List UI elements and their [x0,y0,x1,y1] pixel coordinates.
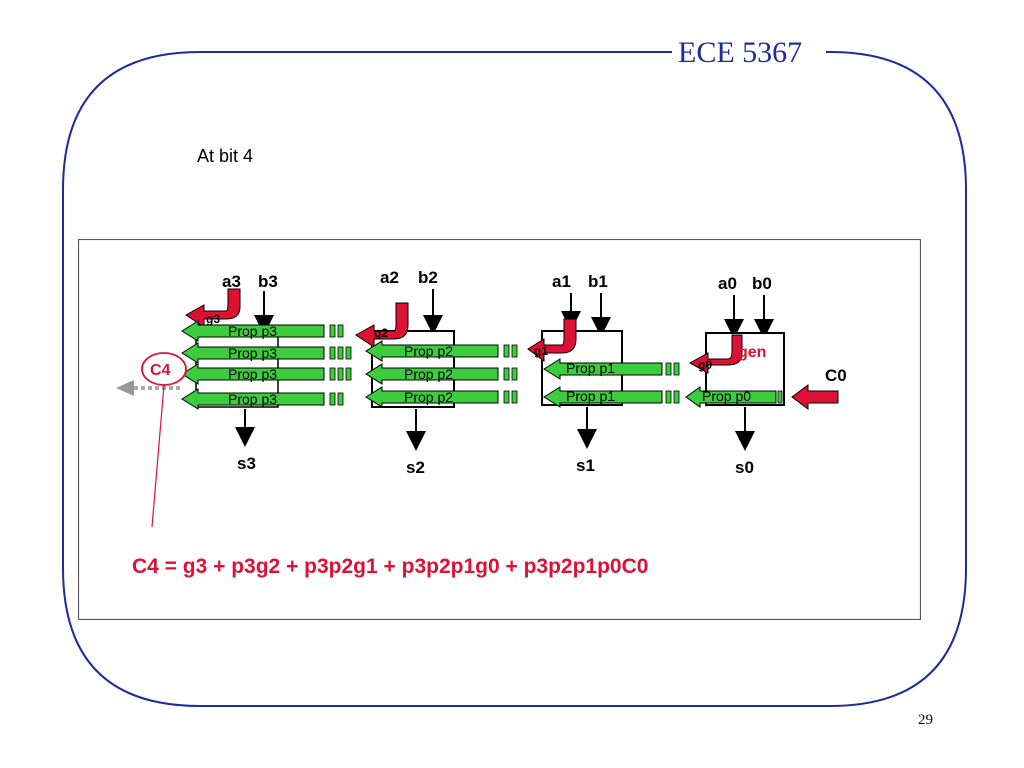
stage-0-input-b: b0 [752,274,772,293]
carry-out-label: C4 [150,362,171,379]
stage-0-prop-arrow-0 [685,386,777,408]
gen-label: gen [738,344,766,361]
carry-out-arrow [116,380,134,396]
stage-2: a2 b2 g2 Prop p2 Prop p2 Prop p2 s2 [355,268,518,477]
stage-3-prop-arrow-2 [181,363,325,385]
stage-3-input-b: b3 [258,272,278,291]
carry-lookahead-formula: C4 = g3 + p3g2 + p3p2g1 + p3p2p1g0 + p3p… [132,555,648,578]
stage-1-prop-arrow-0 [543,358,663,380]
stage-2-prop-arrow-0 [365,340,499,362]
stage-1-generate-arrow [527,318,577,362]
stage-0-g-label: g0 [698,358,712,372]
stage-1-input-b: b1 [588,272,608,291]
stage-2-prop-arrow-1 [365,363,499,385]
stage-1: a1 b1 g1 Prop p1 Prop p1 s1 [527,272,680,475]
stage-2-prop-label-0: Prop p2 [404,343,453,359]
stage-2-prop-arrow-2 [365,386,499,408]
stage-3-prop-arrow-0 [181,320,325,342]
stage-1-g-label: g1 [534,344,548,358]
stage-3-prop-label-2: Prop p3 [228,366,277,382]
stage-0: a0 b0 gen g0 Prop p0 C0 s0 [685,274,847,477]
stage-3-generate-arrow [185,288,241,328]
stage-2-g-label: g2 [374,326,388,340]
stage-3-prop-arrow-1 [181,342,325,364]
stage-0-prop-label-0: Prop p0 [702,388,751,404]
stage-3: a3 b3 g3 Prop p3 Prop p3 Prop p3 Prop p3… [181,272,352,473]
stage-2-sum: s2 [406,458,425,477]
slide-subtitle: At bit 4 [197,146,254,166]
page-number: 29 [918,712,933,728]
carry-out-leader-line [151,384,165,528]
diagram-border [78,239,921,620]
carry-in-label: C0 [825,366,847,385]
carry-out: C4 [116,352,187,528]
stage-3-sum: s3 [237,454,256,473]
stage-3-prop-arrow-3 [181,388,325,410]
stage-2-input-b: b2 [418,268,438,287]
stage-3-prop-label-1: Prop p3 [228,345,277,361]
carry-in-arrow [791,384,839,410]
stage-1-sum: s1 [576,456,595,475]
stage-2-input-a: a2 [380,268,399,287]
slide-header: ECE 5367 [672,36,809,70]
stage-0-input-a: a0 [718,274,737,293]
stage-1-prop-label-1: Prop p1 [566,388,615,404]
stage-1-prop-arrow-1 [543,386,663,408]
stage-1-prop-label-0: Prop p1 [566,360,615,376]
stage-3-prop-label-3: Prop p3 [228,391,277,407]
stage-2-prop-label-1: Prop p2 [404,366,453,382]
carry-lookahead-diagram: a0 b0 gen g0 Prop p0 C0 s0 a1 b1 g1 Prop… [78,239,921,620]
stage-1-input-a: a1 [552,272,571,291]
stage-2-generate-arrow [355,302,409,348]
stage-3-g-label: g3 [206,312,220,326]
stage-3-input-a: a3 [222,272,241,291]
stage-0-sum: s0 [735,458,754,477]
stage-2-prop-label-2: Prop p2 [404,389,453,405]
stage-0-generate-arrow [688,334,743,374]
stage-3-prop-label-0: Prop p3 [228,323,277,339]
